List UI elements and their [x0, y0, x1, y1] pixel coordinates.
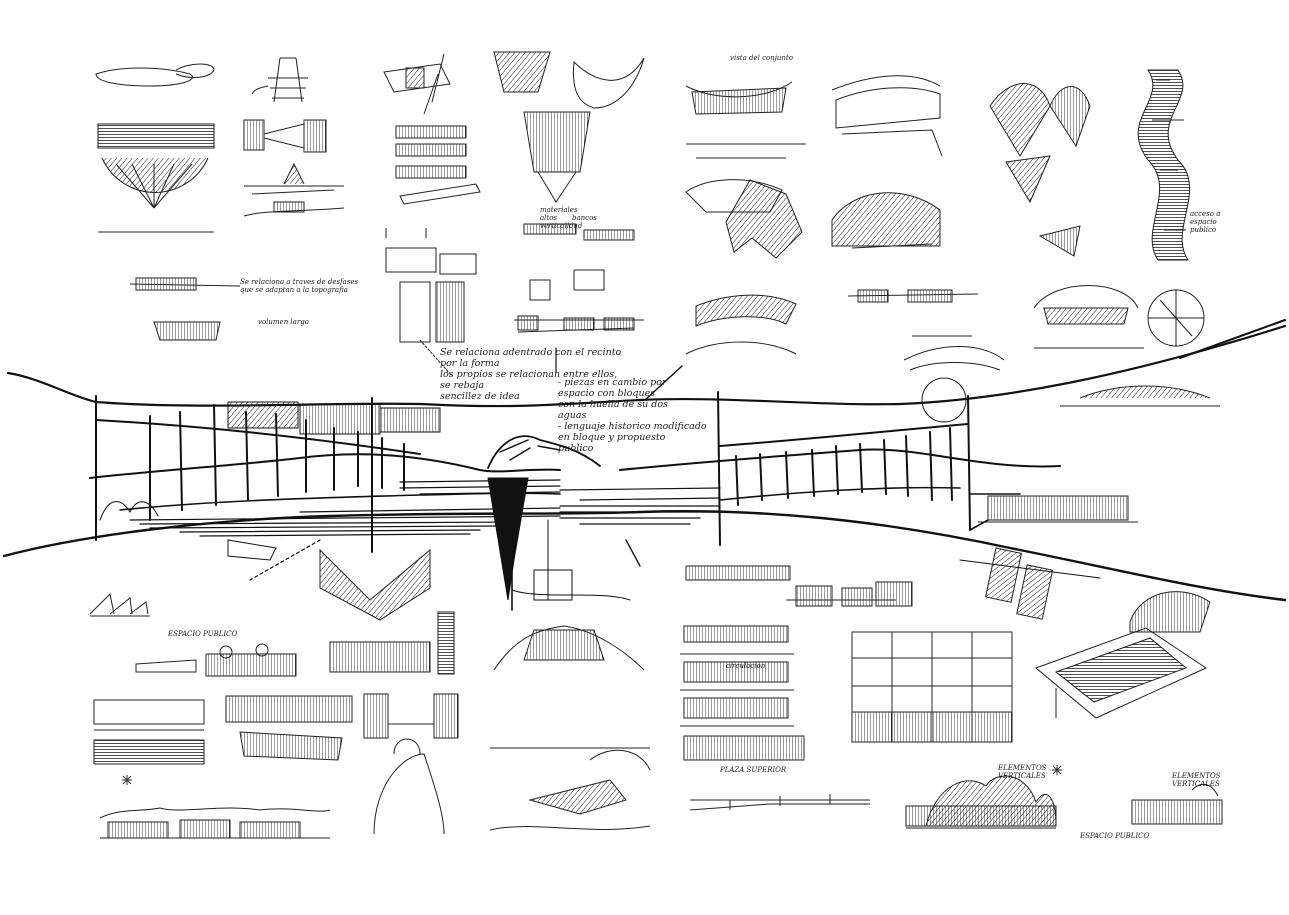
note-piezas: - piezas en cambio por espacio con bloqu… [558, 377, 707, 454]
lower-right-sketches [122, 495, 1223, 829]
note-relation-topography: Se relaciona a traves de desfases que se… [240, 278, 359, 295]
second-row-sketches [129, 223, 1220, 423]
note-espacio-publico-left: ESPACIO PUBLICO [168, 630, 238, 638]
note-vista: vista del conjunto [730, 54, 793, 62]
note-elementos-verticales-2: ELEMENTOS VERTICALES [1172, 772, 1221, 789]
note-materiales: materiales altos verticalidad [540, 206, 583, 231]
note-elementos-verticales-1: ELEMENTOS VERTICALES [998, 764, 1047, 781]
note-espacio-publico-right: ESPACIO PUBLICO [1080, 832, 1150, 840]
top-row-sketches [95, 51, 1190, 261]
note-bancos: bancos [572, 214, 597, 222]
note-volumen: volumen largo [258, 318, 309, 326]
note-recinto: Se relaciona adentrado con el recinto po… [440, 347, 622, 402]
note-acceso: acceso a espacio publico [1190, 210, 1221, 235]
lower-left-sketches [89, 548, 651, 839]
note-circulacion: circulacion [726, 662, 766, 670]
note-plaza-superior: PLAZA SUPERIOR [720, 766, 787, 774]
